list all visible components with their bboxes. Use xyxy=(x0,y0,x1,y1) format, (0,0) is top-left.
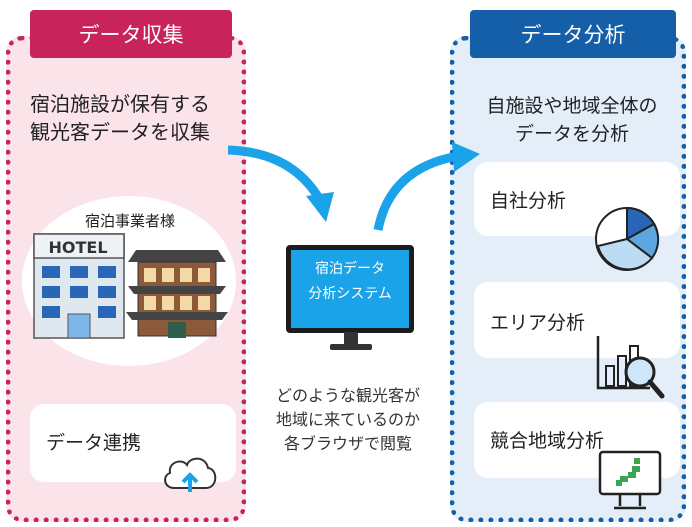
hotel-building-icon: HOTEL xyxy=(33,233,125,339)
center-description: どのような観光客が 地域に来ているのか 各ブラウザで閲覧 xyxy=(258,384,438,456)
arrow-to-system-icon xyxy=(227,145,334,222)
description-line: データを分析 xyxy=(514,123,629,145)
analysis-system-monitor xyxy=(286,245,414,333)
data-link-label: データ連携 xyxy=(46,432,142,454)
description-line: 観光客データを収集 xyxy=(30,120,210,144)
data-collection-description: 宿泊施設が保有する 観光客データを収集 xyxy=(30,90,240,146)
bar-chart-magnifier-icon xyxy=(596,336,665,399)
description-line: 自施設や地域全体の xyxy=(486,95,658,117)
center-text-line: どのような観光客が xyxy=(275,386,420,405)
data-analysis-description: 自施設や地域全体の データを分析 xyxy=(462,92,682,148)
hotel-sign-text: HOTEL xyxy=(48,238,107,257)
monitor-map-icon xyxy=(598,450,662,510)
ryokan-building-icon xyxy=(126,250,228,338)
pie-chart-icon xyxy=(595,206,660,271)
arrow-to-analysis-icon xyxy=(373,142,480,231)
area-analysis-card xyxy=(474,282,680,358)
area-analysis-label: エリア分析 xyxy=(490,312,586,334)
self-analysis-label: 自社分析 xyxy=(490,190,567,212)
monitor-text: 分析システム xyxy=(308,286,392,302)
center-text-line: 地域に来ているのか xyxy=(275,410,420,429)
competitor-analysis-label: 競合地域分析 xyxy=(490,430,605,452)
center-text-line: 各ブラウザで閲覧 xyxy=(283,434,412,453)
data-analysis-tab: データ分析 xyxy=(470,10,676,58)
monitor-stand-icon xyxy=(330,332,372,350)
data-collection-tab: データ収集 xyxy=(30,10,232,58)
monitor-text: 宿泊データ xyxy=(315,261,385,277)
description-line: 宿泊施設が保有する xyxy=(30,92,210,116)
cloud-upload-icon xyxy=(164,457,217,492)
hotel-caption: 宿泊事業者様 xyxy=(84,212,175,230)
